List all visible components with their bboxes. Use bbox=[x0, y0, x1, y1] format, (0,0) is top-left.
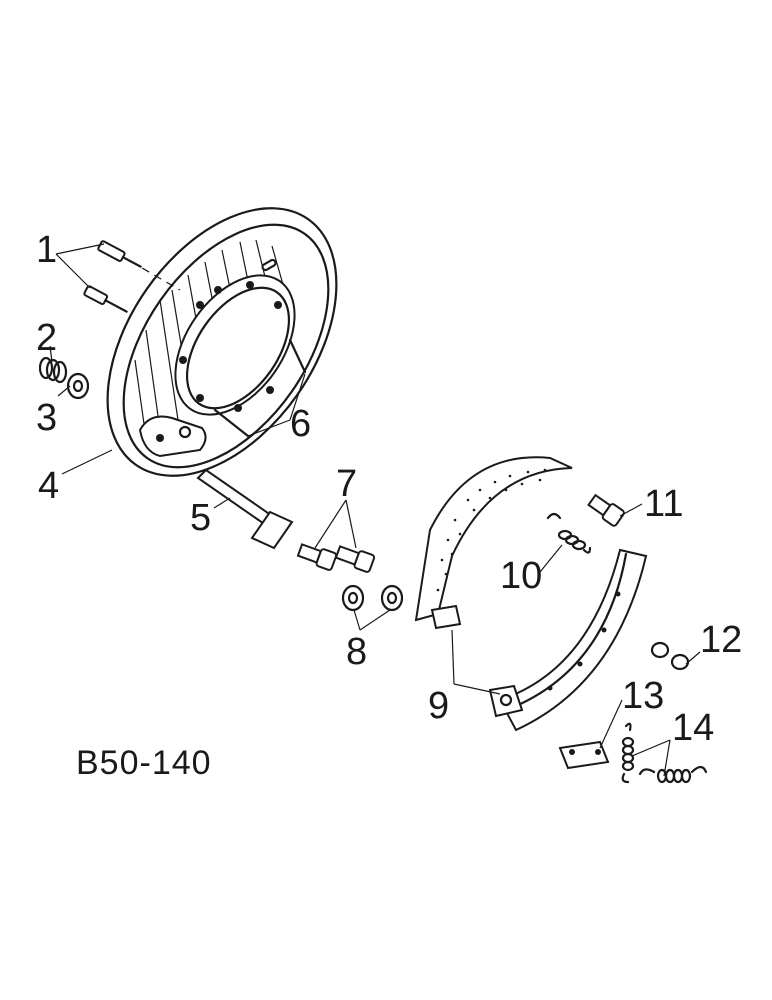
backing-plate bbox=[106, 207, 338, 477]
link-plate bbox=[558, 740, 610, 770]
callout-8: 8 bbox=[346, 631, 367, 673]
callout-12: 12 bbox=[700, 619, 742, 661]
callout-1: 1 bbox=[36, 229, 57, 271]
callout-11: 11 bbox=[644, 483, 683, 525]
callout-2: 2 bbox=[36, 317, 57, 359]
callout-3: 3 bbox=[36, 397, 57, 439]
drawing-code: B50-140 bbox=[76, 744, 212, 782]
lock-nut bbox=[650, 641, 690, 671]
callout-10: 10 bbox=[500, 555, 542, 597]
small-spring bbox=[38, 356, 68, 384]
callout-14: 14 bbox=[672, 707, 714, 749]
cam-shaft bbox=[196, 468, 294, 550]
adjuster-bolt bbox=[587, 493, 625, 527]
brake-shoe-upper bbox=[414, 456, 573, 630]
screw-parts bbox=[83, 240, 142, 313]
washer bbox=[66, 372, 90, 400]
leader-lines bbox=[49, 243, 701, 777]
callout-labels: 1 2 3 4 5 6 7 8 9 10 11 12 13 14 bbox=[36, 229, 742, 749]
callout-7: 7 bbox=[336, 463, 357, 505]
hold-down-springs bbox=[621, 722, 708, 784]
callout-13: 13 bbox=[622, 675, 664, 717]
callout-9: 9 bbox=[428, 685, 449, 727]
return-spring bbox=[546, 512, 592, 554]
nuts bbox=[341, 584, 404, 612]
callout-6: 6 bbox=[290, 403, 311, 445]
adjuster-pins bbox=[296, 543, 376, 573]
callout-4: 4 bbox=[38, 465, 59, 507]
callout-5: 5 bbox=[190, 497, 211, 539]
